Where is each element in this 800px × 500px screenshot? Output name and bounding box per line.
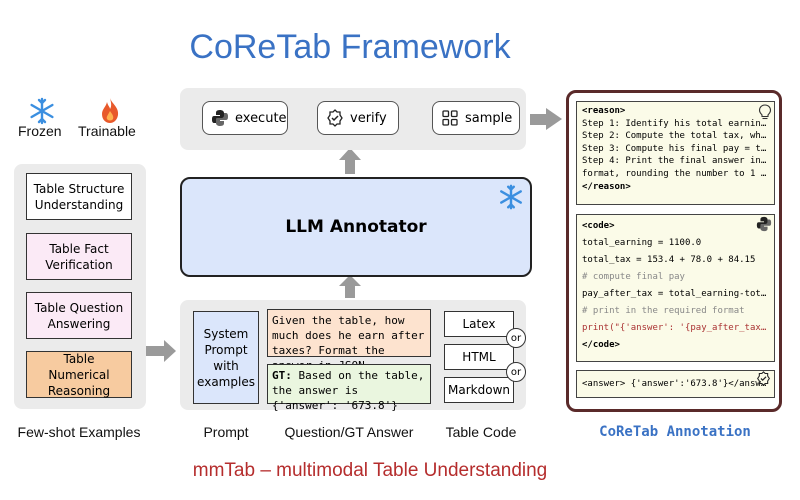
html-format: HTML xyxy=(444,344,514,370)
gt-answer-box: GT: Based on the table, the answer is {'… xyxy=(267,364,431,412)
code-line: <code> xyxy=(582,221,615,231)
flame-icon xyxy=(102,98,119,123)
grid-icon xyxy=(442,110,458,126)
reason-line: Step 3: Compute his final pay = total ea… xyxy=(582,143,769,154)
few-shot-item: Table Fact Verification xyxy=(26,233,132,280)
lightbulb-icon xyxy=(758,104,772,120)
llm-annotator-box: LLM Annotator xyxy=(180,177,532,277)
page-subtitle: mmTab – multimodal Table Understanding xyxy=(192,460,548,481)
prompt-caption: Prompt xyxy=(203,424,249,440)
code-box: <code> total_earning = 1100.0 total_tax … xyxy=(576,214,775,362)
verify-label: verify xyxy=(350,110,387,126)
reason-box: <reason> Step 1: Identify his total earn… xyxy=(576,101,775,205)
answer-box: <answer> {'answer':'673.8'}</answer> xyxy=(576,370,775,398)
code-line: total_tax = 153.4 + 78.0 + 84.15 xyxy=(582,255,756,265)
annotation-caption: CoReTab Annotation xyxy=(599,424,751,440)
table-code-caption: Table Code xyxy=(445,424,517,440)
markdown-format: Markdown xyxy=(444,377,514,403)
code-comment: # print in the required format xyxy=(582,306,745,316)
question-box: Given the table, how much does he earn a… xyxy=(267,309,431,372)
reason-line: </reason> xyxy=(582,181,631,192)
sample-step: sample xyxy=(432,101,520,135)
sample-label: sample xyxy=(465,110,513,126)
gt-label: GT: xyxy=(272,369,292,382)
verified-badge-icon xyxy=(327,109,343,127)
page-title: CoReTab Framework xyxy=(189,28,511,66)
reason-line: Step 1: Identify his total earning (1100… xyxy=(582,118,769,129)
code-line: </code> xyxy=(582,340,620,350)
verified-badge-icon xyxy=(757,371,770,386)
reason-line: <reason> xyxy=(582,106,626,116)
latex-format: Latex xyxy=(444,311,514,337)
snowflake-icon xyxy=(500,184,522,210)
verify-step: verify xyxy=(317,101,399,135)
system-prompt-box: System Prompt with examples xyxy=(193,311,259,404)
or-badge: or xyxy=(506,362,526,382)
reason-line: format, rounding the number to 1 decim.. xyxy=(582,168,769,179)
few-shot-item: Table Question Answering xyxy=(26,292,132,339)
few-shot-item: Table Structure Understanding xyxy=(26,173,132,220)
execute-label: execute xyxy=(235,110,287,126)
or-badge: or xyxy=(506,328,526,348)
snowflake-icon xyxy=(30,97,54,125)
frozen-label: Frozen xyxy=(18,123,62,139)
qa-caption: Question/GT Answer xyxy=(284,424,414,440)
reason-line: Step 2: Compute the total tax, which is.… xyxy=(582,131,769,142)
llm-annotator-label: LLM Annotator xyxy=(285,217,427,237)
trainable-label: Trainable xyxy=(78,123,136,139)
code-line: pay_after_tax = total_earning-total_tax xyxy=(582,289,769,299)
few-shot-caption: Few-shot Examples xyxy=(17,424,141,440)
code-line: print("{'answer': '{pay_after_tax:.1f}'}… xyxy=(582,323,769,333)
python-icon xyxy=(212,110,228,126)
gt-text: Based on the table, the answer is {'answ… xyxy=(272,369,425,412)
code-line: total_earning = 1100.0 xyxy=(582,238,702,248)
python-icon xyxy=(756,216,772,232)
few-shot-item: Table Numerical Reasoning xyxy=(26,351,132,398)
code-comment: # compute final pay xyxy=(582,272,685,282)
execute-step: execute xyxy=(202,101,288,135)
reason-line: Step 4: Print the final answer in the js… xyxy=(582,156,769,167)
answer-line: <answer> {'answer':'673.8'}</answer> xyxy=(582,378,769,389)
